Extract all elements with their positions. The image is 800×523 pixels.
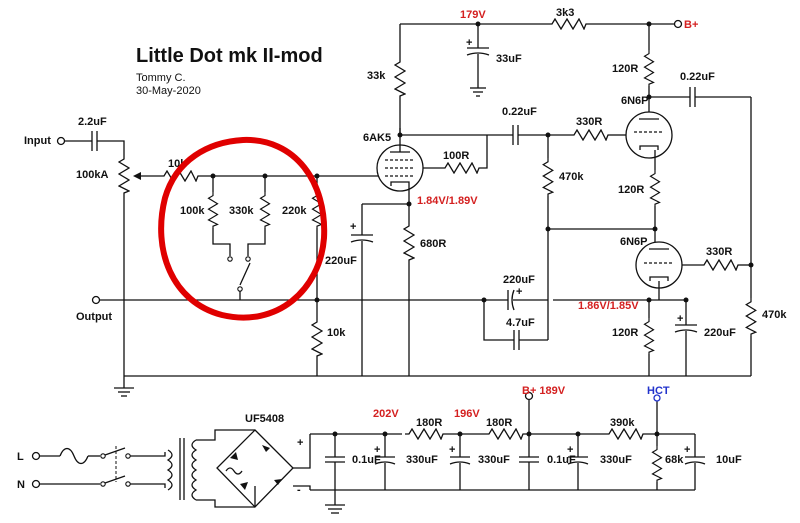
ps-c1-label: 0.1uF bbox=[352, 454, 381, 466]
ps-resistor-a bbox=[405, 428, 445, 440]
lower-cathode-resistor bbox=[643, 318, 655, 354]
svg-text:+: + bbox=[684, 444, 690, 456]
bridge-minus: - bbox=[297, 484, 301, 496]
feedback-cap-label: 0.22uF bbox=[680, 71, 715, 83]
output-cap-a-label: 220uF bbox=[503, 274, 535, 286]
ps-resistor-68k bbox=[651, 446, 663, 482]
tube-lower-label: 6N6P bbox=[620, 236, 648, 248]
selector-switch-blade bbox=[239, 262, 251, 286]
ps-resistor-c bbox=[605, 428, 645, 440]
bplus-cap-label: 33uF bbox=[496, 53, 522, 65]
svg-text:+: + bbox=[374, 444, 380, 456]
voltage-196: 196V bbox=[454, 408, 480, 420]
schematic-title: Little Dot mk II-mod bbox=[136, 45, 323, 67]
cathode-cap-label: 220uF bbox=[325, 255, 357, 267]
ps-resistor-b bbox=[485, 428, 525, 440]
output-shunt-label: 10k bbox=[327, 327, 346, 339]
bplus-ps-label: B+ 189V bbox=[522, 385, 566, 397]
pot-wiper-arrow bbox=[133, 172, 141, 180]
output-shunt-resistor bbox=[311, 318, 323, 358]
dropper-label: 3k3 bbox=[556, 7, 574, 19]
plate-resistor-upper bbox=[643, 50, 655, 86]
svg-text:+: + bbox=[567, 444, 573, 456]
selector-a-label: 100k bbox=[180, 205, 205, 217]
input-cap-label: 2.2uF bbox=[78, 116, 107, 128]
coupling-cap-label: 0.22uF bbox=[502, 106, 537, 118]
plate-upper-label: 120R bbox=[612, 63, 638, 75]
svg-text:+: + bbox=[350, 221, 356, 233]
grid-upper-label: 330R bbox=[576, 116, 602, 128]
ps-c2-label: 330uF bbox=[406, 454, 438, 466]
voltage-202: 202V bbox=[373, 408, 399, 420]
neutral-label: N bbox=[17, 479, 25, 491]
grid-lower-label: 330R bbox=[706, 246, 732, 258]
svg-text:+: + bbox=[516, 286, 522, 298]
volume-pot bbox=[118, 155, 130, 195]
selector-resistor-a bbox=[207, 192, 219, 228]
voltage-6ak5: 1.84V/1.89V bbox=[417, 195, 478, 207]
input-terminal bbox=[56, 136, 66, 146]
lower-cap-label: 220uF bbox=[704, 327, 736, 339]
lower-cath-label: 120R bbox=[612, 327, 638, 339]
highlight-circle bbox=[158, 136, 328, 321]
bplus-label: B+ bbox=[684, 19, 698, 31]
output-bias-resistor bbox=[745, 298, 757, 336]
cathode-resistor-6ak5 bbox=[403, 222, 415, 262]
dropper-resistor bbox=[548, 18, 588, 30]
plate-res-label: 33k bbox=[367, 70, 386, 82]
grid-leak-resistor bbox=[542, 158, 554, 196]
svg-text:+: + bbox=[466, 37, 472, 49]
author-label: Tommy C. bbox=[136, 72, 186, 84]
cathode-res-label: 680R bbox=[420, 238, 446, 250]
selector-resistor-b bbox=[259, 192, 271, 228]
grid-res-6ak5-label: 100R bbox=[443, 150, 469, 162]
voltage-lower: 1.86V/1.85V bbox=[578, 300, 639, 312]
grid-leak-label: 470k bbox=[559, 171, 584, 183]
mid-res-label: 120R bbox=[618, 184, 644, 196]
fuse-symbol bbox=[59, 447, 89, 465]
svg-text:+: + bbox=[449, 444, 455, 456]
rectifier-label: UF5408 bbox=[245, 413, 284, 425]
ps-390k-label: 390k bbox=[610, 417, 635, 429]
line-label: L bbox=[17, 451, 24, 463]
ps-68k-label: 68k bbox=[665, 454, 684, 466]
ps-180a-label: 180R bbox=[416, 417, 442, 429]
ps-c6-label: 10uF bbox=[716, 454, 742, 466]
pot-label: 100kA bbox=[76, 169, 108, 181]
ps-c5-label: 330uF bbox=[600, 454, 632, 466]
ps-180b-label: 180R bbox=[486, 417, 512, 429]
power-switch-blade bbox=[104, 447, 126, 456]
svg-text:+: + bbox=[677, 313, 683, 325]
date-label: 30-May-2020 bbox=[136, 85, 201, 97]
output-cap-b-label: 4.7uF bbox=[506, 317, 535, 329]
output-terminal bbox=[91, 295, 101, 305]
mid-resistor bbox=[649, 170, 661, 206]
selector-c-label: 220k bbox=[282, 205, 307, 217]
hct-label: HCT bbox=[647, 385, 670, 397]
output-label: Output bbox=[76, 311, 112, 323]
plate-resistor-6ak5 bbox=[394, 58, 406, 98]
input-label: Input bbox=[24, 135, 51, 147]
voltage-179: 179V bbox=[460, 9, 486, 21]
selector-b-label: 330k bbox=[229, 205, 254, 217]
ps-c3-label: 330uF bbox=[478, 454, 510, 466]
output-bias-label: 470k bbox=[762, 309, 787, 321]
transformer-secondary bbox=[191, 439, 198, 501]
tube-upper-label: 6N6P bbox=[621, 95, 649, 107]
grid-resistor-6ak5 bbox=[441, 162, 481, 174]
tube-6ak5-label: 6AK5 bbox=[363, 132, 391, 144]
grid-resistor-lower bbox=[700, 259, 740, 271]
transformer-primary bbox=[166, 449, 173, 491]
bridge-plus: + bbox=[297, 437, 303, 449]
grid-resistor-upper bbox=[570, 129, 610, 141]
